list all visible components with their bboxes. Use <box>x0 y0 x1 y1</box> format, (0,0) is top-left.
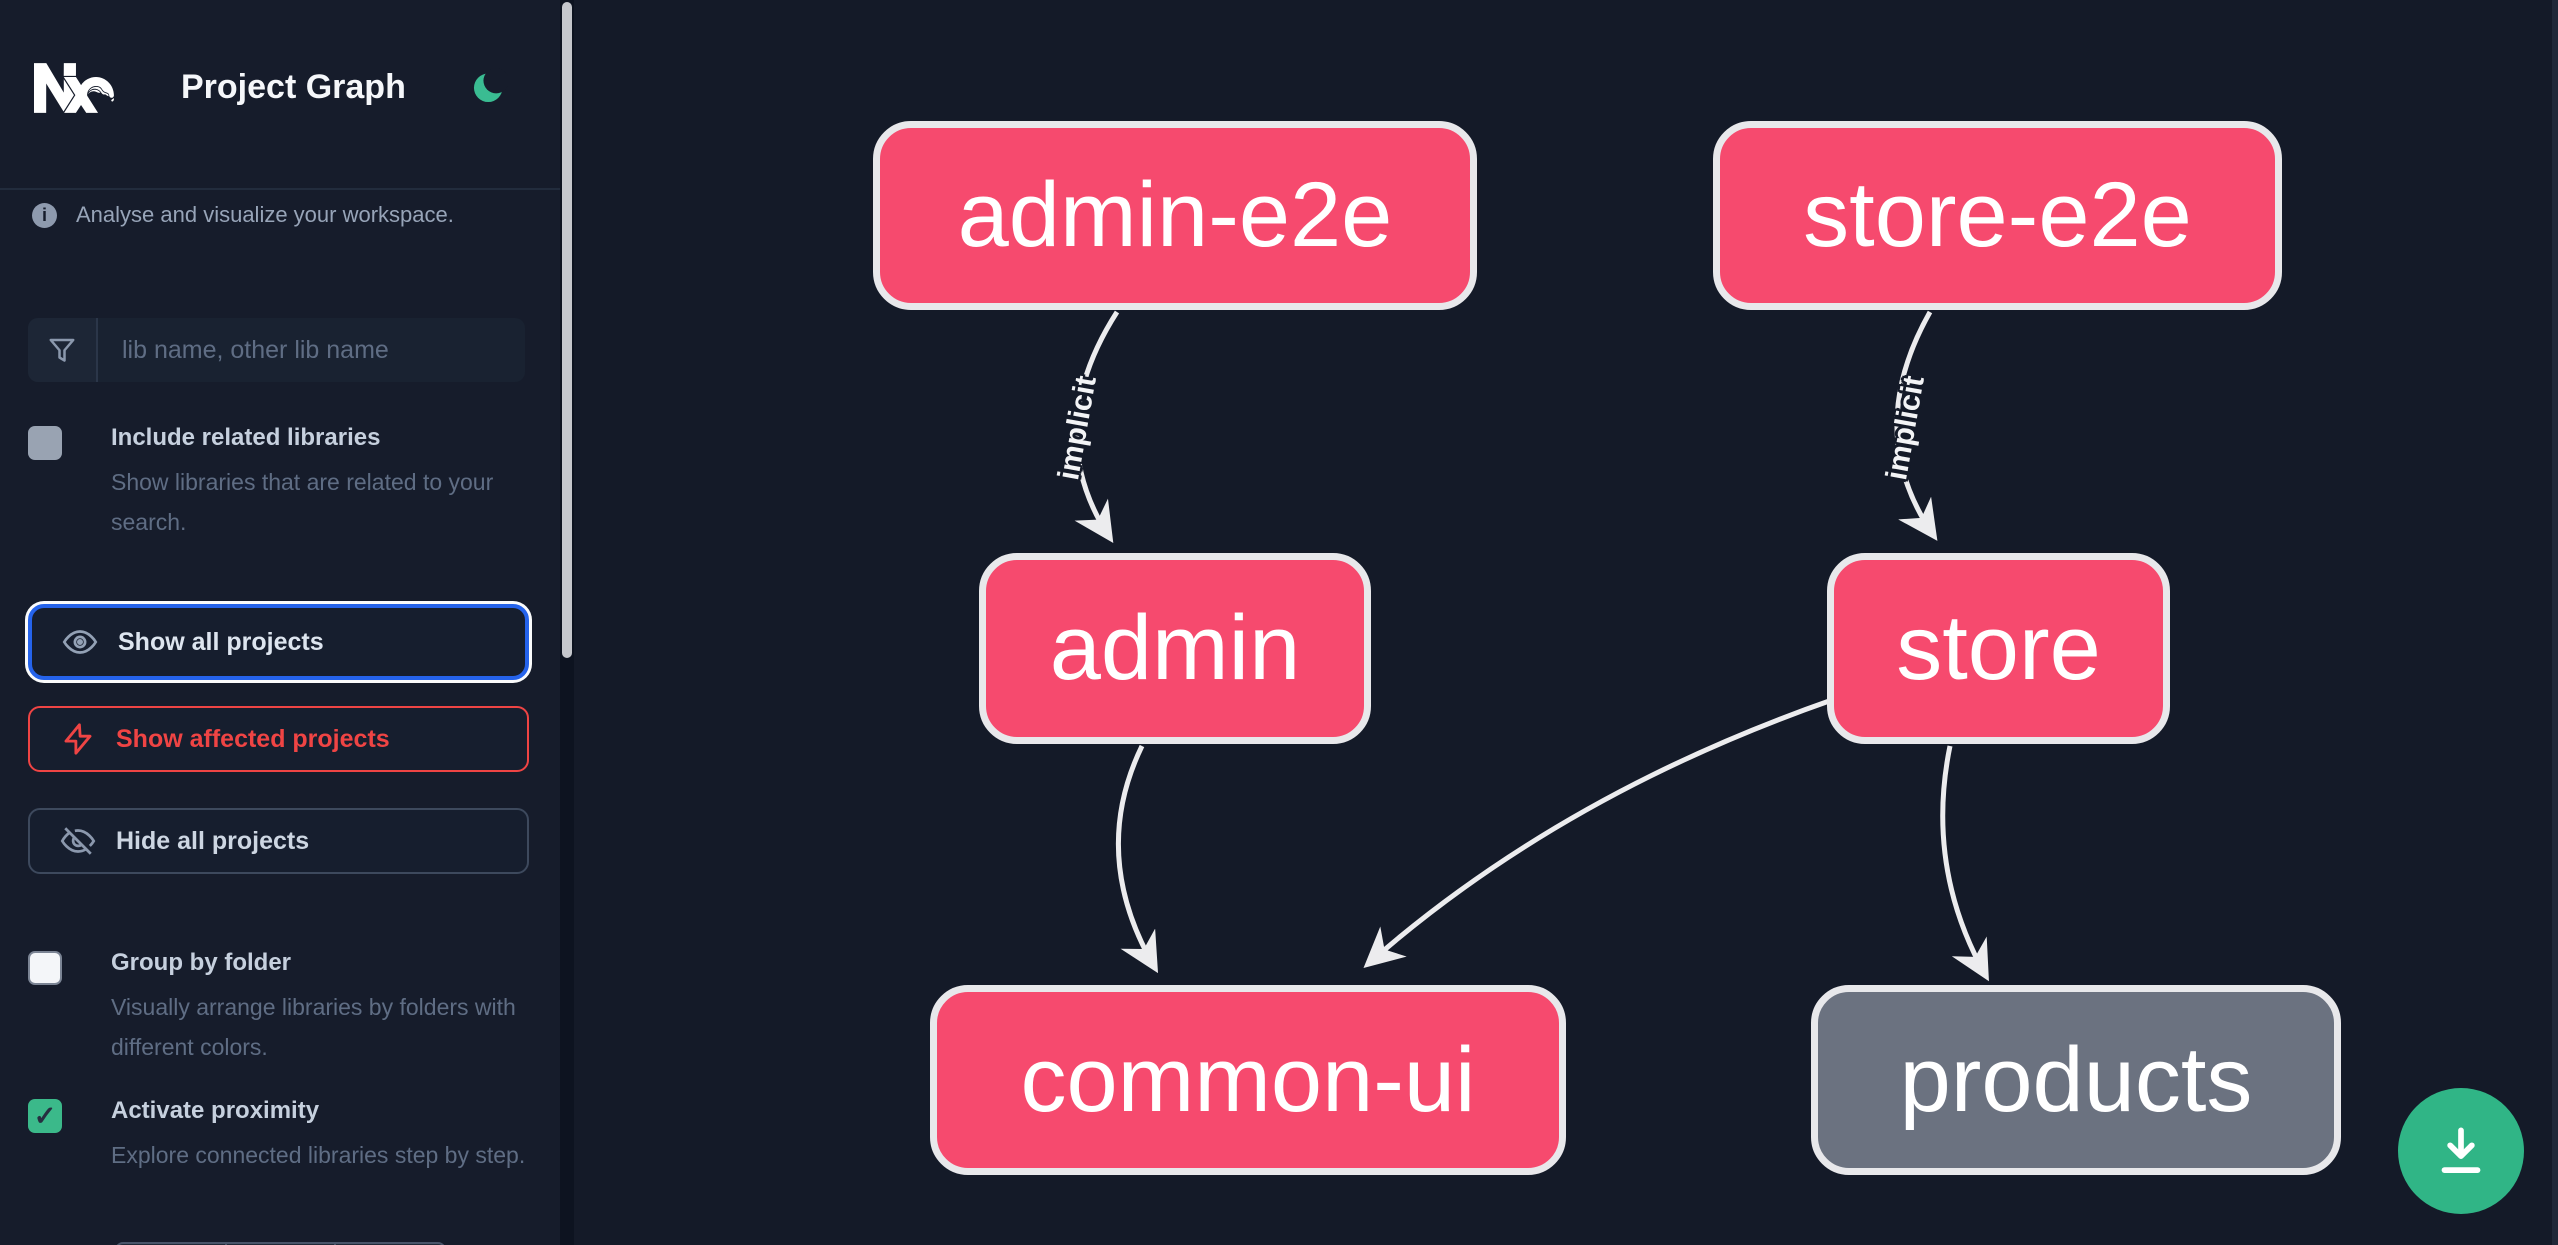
button-label: Show all projects <box>118 627 324 656</box>
graph-node-store-e2e[interactable]: store-e2e <box>1713 121 2282 310</box>
tagline-row: Analyse and visualize your workspace. <box>32 202 454 228</box>
toggle-description: Explore connected libraries step by step… <box>111 1142 526 1168</box>
graph-node-admin-e2e[interactable]: admin-e2e <box>873 121 1477 310</box>
nx-logo <box>34 63 115 113</box>
edge-label-implicit: implicit <box>1880 373 1931 483</box>
graph-node-store[interactable]: store <box>1827 553 2170 744</box>
toggle-group-by-folder: Group by folder Visually arrange librari… <box>28 949 528 1067</box>
node-label: admin <box>1049 597 1301 699</box>
node-label: store-e2e <box>1803 164 2192 266</box>
graph-node-products[interactable]: products <box>1811 985 2341 1175</box>
toggle-include-related-libraries: Include related libraries Show libraries… <box>28 424 528 542</box>
button-label: Show affected projects <box>116 724 390 753</box>
eye-icon <box>62 624 98 660</box>
toggle-description: Visually arrange libraries by folders wi… <box>111 994 516 1060</box>
toggle-description: Show libraries that are related to your … <box>111 469 494 535</box>
toggle-activate-proximity: Activate proximity Explore connected lib… <box>28 1097 528 1175</box>
sidebar-scrollbar-thumb[interactable] <box>562 2 572 658</box>
edge-store-common-ui <box>1363 697 1833 968</box>
node-label: products <box>1899 1028 2253 1131</box>
button-label: Hide all projects <box>116 826 310 855</box>
graph-node-admin[interactable]: admin <box>979 553 1371 744</box>
dark-mode-moon-icon[interactable] <box>470 68 508 106</box>
toggle-label: Group by folder <box>111 949 291 976</box>
download-icon <box>2441 1127 2481 1173</box>
checkbox-activate-proximity[interactable] <box>28 1099 62 1133</box>
info-icon <box>32 202 57 228</box>
graph-node-common-ui[interactable]: common-ui <box>930 985 1566 1175</box>
page-scrollbar-track[interactable] <box>2552 0 2558 1245</box>
sidebar-scrollbar-track <box>560 0 574 1245</box>
edge-admin-common-ui <box>1115 744 1159 974</box>
filter-icon <box>28 318 98 382</box>
header-divider <box>0 188 560 190</box>
node-label: store <box>1896 597 2101 699</box>
edge-label-implicit: implicit <box>1052 373 1103 483</box>
show-all-projects-button[interactable]: Show all projects <box>28 604 529 680</box>
tagline-text: Analyse and visualize your workspace. <box>76 202 454 227</box>
node-label: common-ui <box>1020 1028 1476 1131</box>
eye-off-icon <box>60 823 96 859</box>
toggle-label: Activate proximity <box>111 1097 320 1124</box>
lightning-bolt-icon <box>60 722 96 756</box>
page-title: Project Graph <box>181 68 406 106</box>
toggle-label: Include related libraries <box>111 424 381 451</box>
node-label: admin-e2e <box>957 164 1393 266</box>
sidebar: Project Graph Analyse and visualize your… <box>0 0 560 1245</box>
search-box <box>28 318 525 382</box>
hide-all-projects-button[interactable]: Hide all projects <box>28 808 529 874</box>
checkbox-group-by-folder[interactable] <box>28 951 62 985</box>
checkbox-include-related[interactable] <box>28 426 62 460</box>
show-affected-projects-button[interactable]: Show affected projects <box>28 706 529 772</box>
edge-store-products <box>1940 745 1989 982</box>
search-input[interactable] <box>98 318 525 382</box>
download-image-button[interactable] <box>2398 1088 2524 1214</box>
